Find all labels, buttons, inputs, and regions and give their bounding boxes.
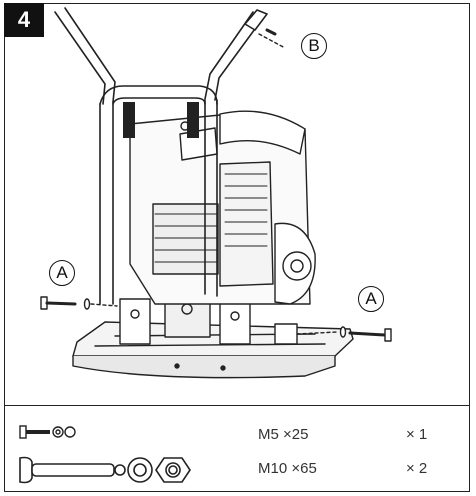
parts-row-m10: M10 ×65 × 2 xyxy=(4,452,470,488)
engine xyxy=(129,110,316,305)
parts-divider xyxy=(4,405,470,406)
part-spec: M5 ×25 xyxy=(258,426,309,443)
handle-frame xyxy=(54,7,268,305)
callout-a-right: A xyxy=(358,286,384,312)
small-bolt-washer-nut-icon xyxy=(19,425,76,439)
part-quantity: × 1 xyxy=(406,426,428,443)
parts-row-m5: M5 ×25 × 1 xyxy=(4,418,470,454)
callout-b: B xyxy=(301,33,327,59)
bolt-a-left xyxy=(40,296,118,310)
bolt-b xyxy=(258,28,286,49)
base-plate xyxy=(72,321,354,379)
step-number-badge: 4 xyxy=(4,3,44,37)
step-frame xyxy=(4,3,470,492)
part-quantity: × 2 xyxy=(406,460,428,477)
bolt-a-right xyxy=(296,326,392,342)
plate-compactor-illustration xyxy=(40,7,392,379)
large-bolt-washer-nut-icon xyxy=(19,456,191,484)
callout-a-left: A xyxy=(49,260,75,286)
part-spec: M10 ×65 xyxy=(258,460,317,477)
